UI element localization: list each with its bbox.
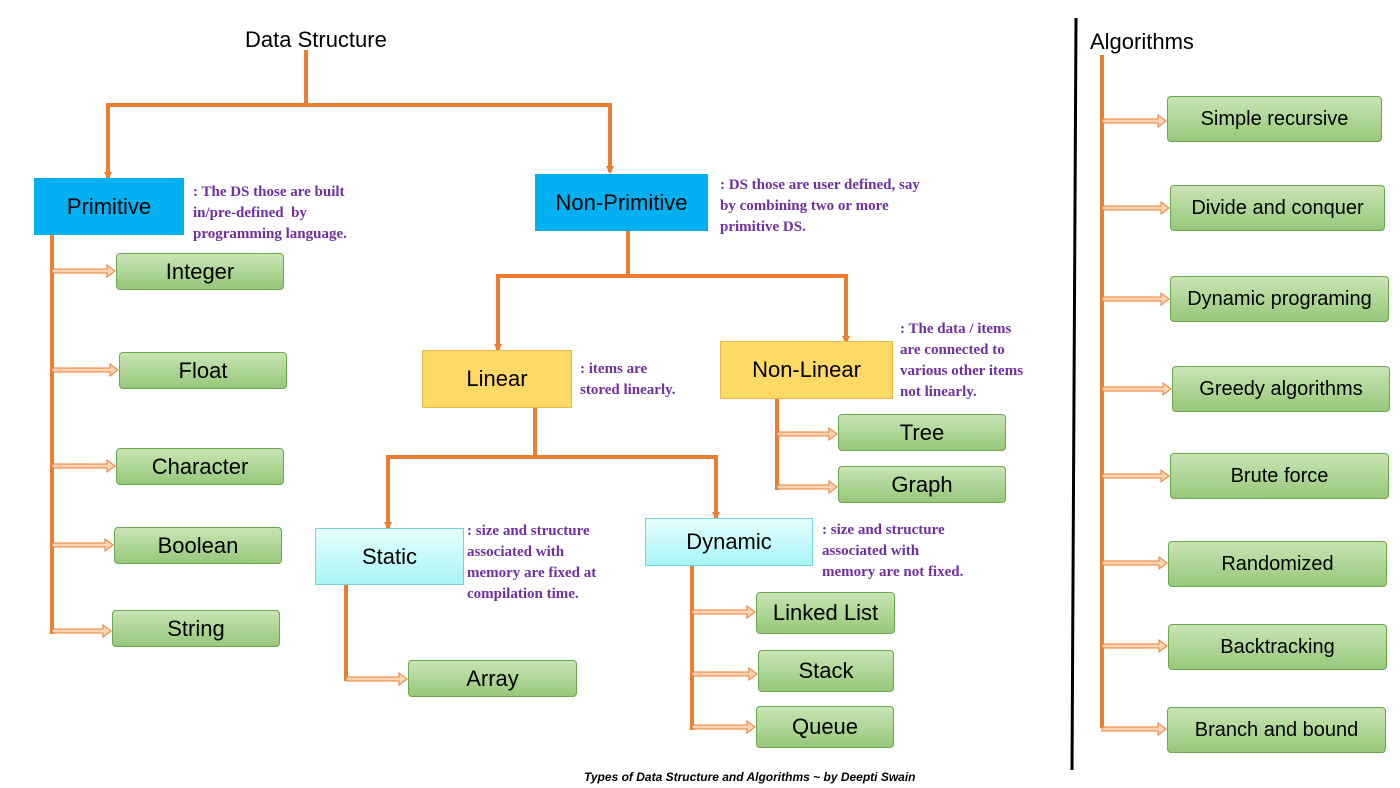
static-spine bbox=[344, 584, 402, 681]
footer-caption: Types of Data Structure and Algorithms ~… bbox=[584, 770, 916, 784]
static-node: Static bbox=[315, 528, 464, 585]
primitive-note: : The DS those are built in/pre-defined … bbox=[193, 184, 347, 242]
branch-arrow-branch-and-bound bbox=[1101, 722, 1167, 736]
branch-arrow-queue bbox=[691, 720, 756, 734]
branch-arrow-brute-force bbox=[1101, 469, 1170, 483]
branch-arrow-boolean bbox=[51, 538, 114, 552]
branch-arrow-greedy bbox=[1101, 382, 1172, 396]
branch-arrow-graph bbox=[776, 480, 838, 494]
non-linear-node: Non-Linear bbox=[720, 341, 893, 399]
non-linear-note: : The data / items are connected to vari… bbox=[900, 321, 1024, 400]
branch-arrow-character bbox=[51, 459, 116, 473]
leaf-array: Array bbox=[408, 660, 577, 697]
leaf-string: String bbox=[112, 610, 280, 647]
algo-backtracking: Backtracking bbox=[1168, 624, 1387, 670]
linear-note: : items are stored linearly. bbox=[580, 361, 676, 398]
leaf-integer: Integer bbox=[116, 253, 284, 290]
leaf-queue: Queue bbox=[756, 706, 894, 748]
branch-arrow-float bbox=[51, 363, 119, 377]
leaf-stack: Stack bbox=[758, 650, 894, 692]
leaf-boolean: Boolean bbox=[114, 527, 282, 564]
primitive-node: Primitive bbox=[34, 178, 184, 235]
non-primitive-note: : DS those are user defined, say by comb… bbox=[720, 177, 920, 235]
linear-connector bbox=[386, 406, 718, 522]
branch-arrow-randomized bbox=[1101, 556, 1168, 570]
leaf-graph: Graph bbox=[838, 466, 1006, 503]
non-primitive-node: Non-Primitive bbox=[535, 174, 708, 231]
branch-arrow-array bbox=[345, 672, 408, 686]
section-divider bbox=[1070, 17, 1078, 771]
dynamic-node: Dynamic bbox=[645, 518, 813, 566]
non-primitive-connector bbox=[496, 230, 848, 342]
linear-node: Linear bbox=[422, 350, 572, 408]
branch-arrow-backtracking bbox=[1101, 639, 1168, 653]
algo-randomized: Randomized bbox=[1168, 541, 1387, 587]
branch-arrow-stack bbox=[691, 667, 758, 681]
branch-arrow-linked-list bbox=[691, 605, 756, 619]
root-connector bbox=[106, 50, 612, 172]
branch-arrow-dynamic-programing bbox=[1101, 292, 1170, 306]
branch-arrow-tree bbox=[776, 427, 838, 441]
leaf-character: Character bbox=[116, 448, 284, 485]
static-note: : size and structure associated with mem… bbox=[467, 523, 597, 602]
branch-arrow-integer bbox=[51, 264, 116, 278]
algo-greedy: Greedy algorithms bbox=[1172, 366, 1390, 412]
leaf-linked-list: Linked List bbox=[756, 592, 895, 634]
branch-arrow-simple-recursive bbox=[1101, 114, 1167, 128]
leaf-tree: Tree bbox=[838, 414, 1006, 451]
algo-branch-and-bound: Branch and bound bbox=[1167, 707, 1386, 753]
algo-divide-and-conquer: Divide and conquer bbox=[1170, 185, 1385, 231]
algo-simple-recursive: Simple recursive bbox=[1167, 96, 1382, 142]
leaf-float: Float bbox=[119, 352, 287, 389]
branch-arrow-divide-and-conquer bbox=[1101, 201, 1170, 215]
data-structure-title: Data Structure bbox=[245, 27, 387, 52]
branch-arrow-string bbox=[51, 624, 112, 638]
algorithms-title: Algorithms bbox=[1090, 29, 1194, 54]
algo-dynamic-programing: Dynamic programing bbox=[1170, 276, 1389, 322]
algo-brute-force: Brute force bbox=[1170, 453, 1389, 499]
dynamic-note: : size and structure associated with mem… bbox=[822, 522, 964, 580]
